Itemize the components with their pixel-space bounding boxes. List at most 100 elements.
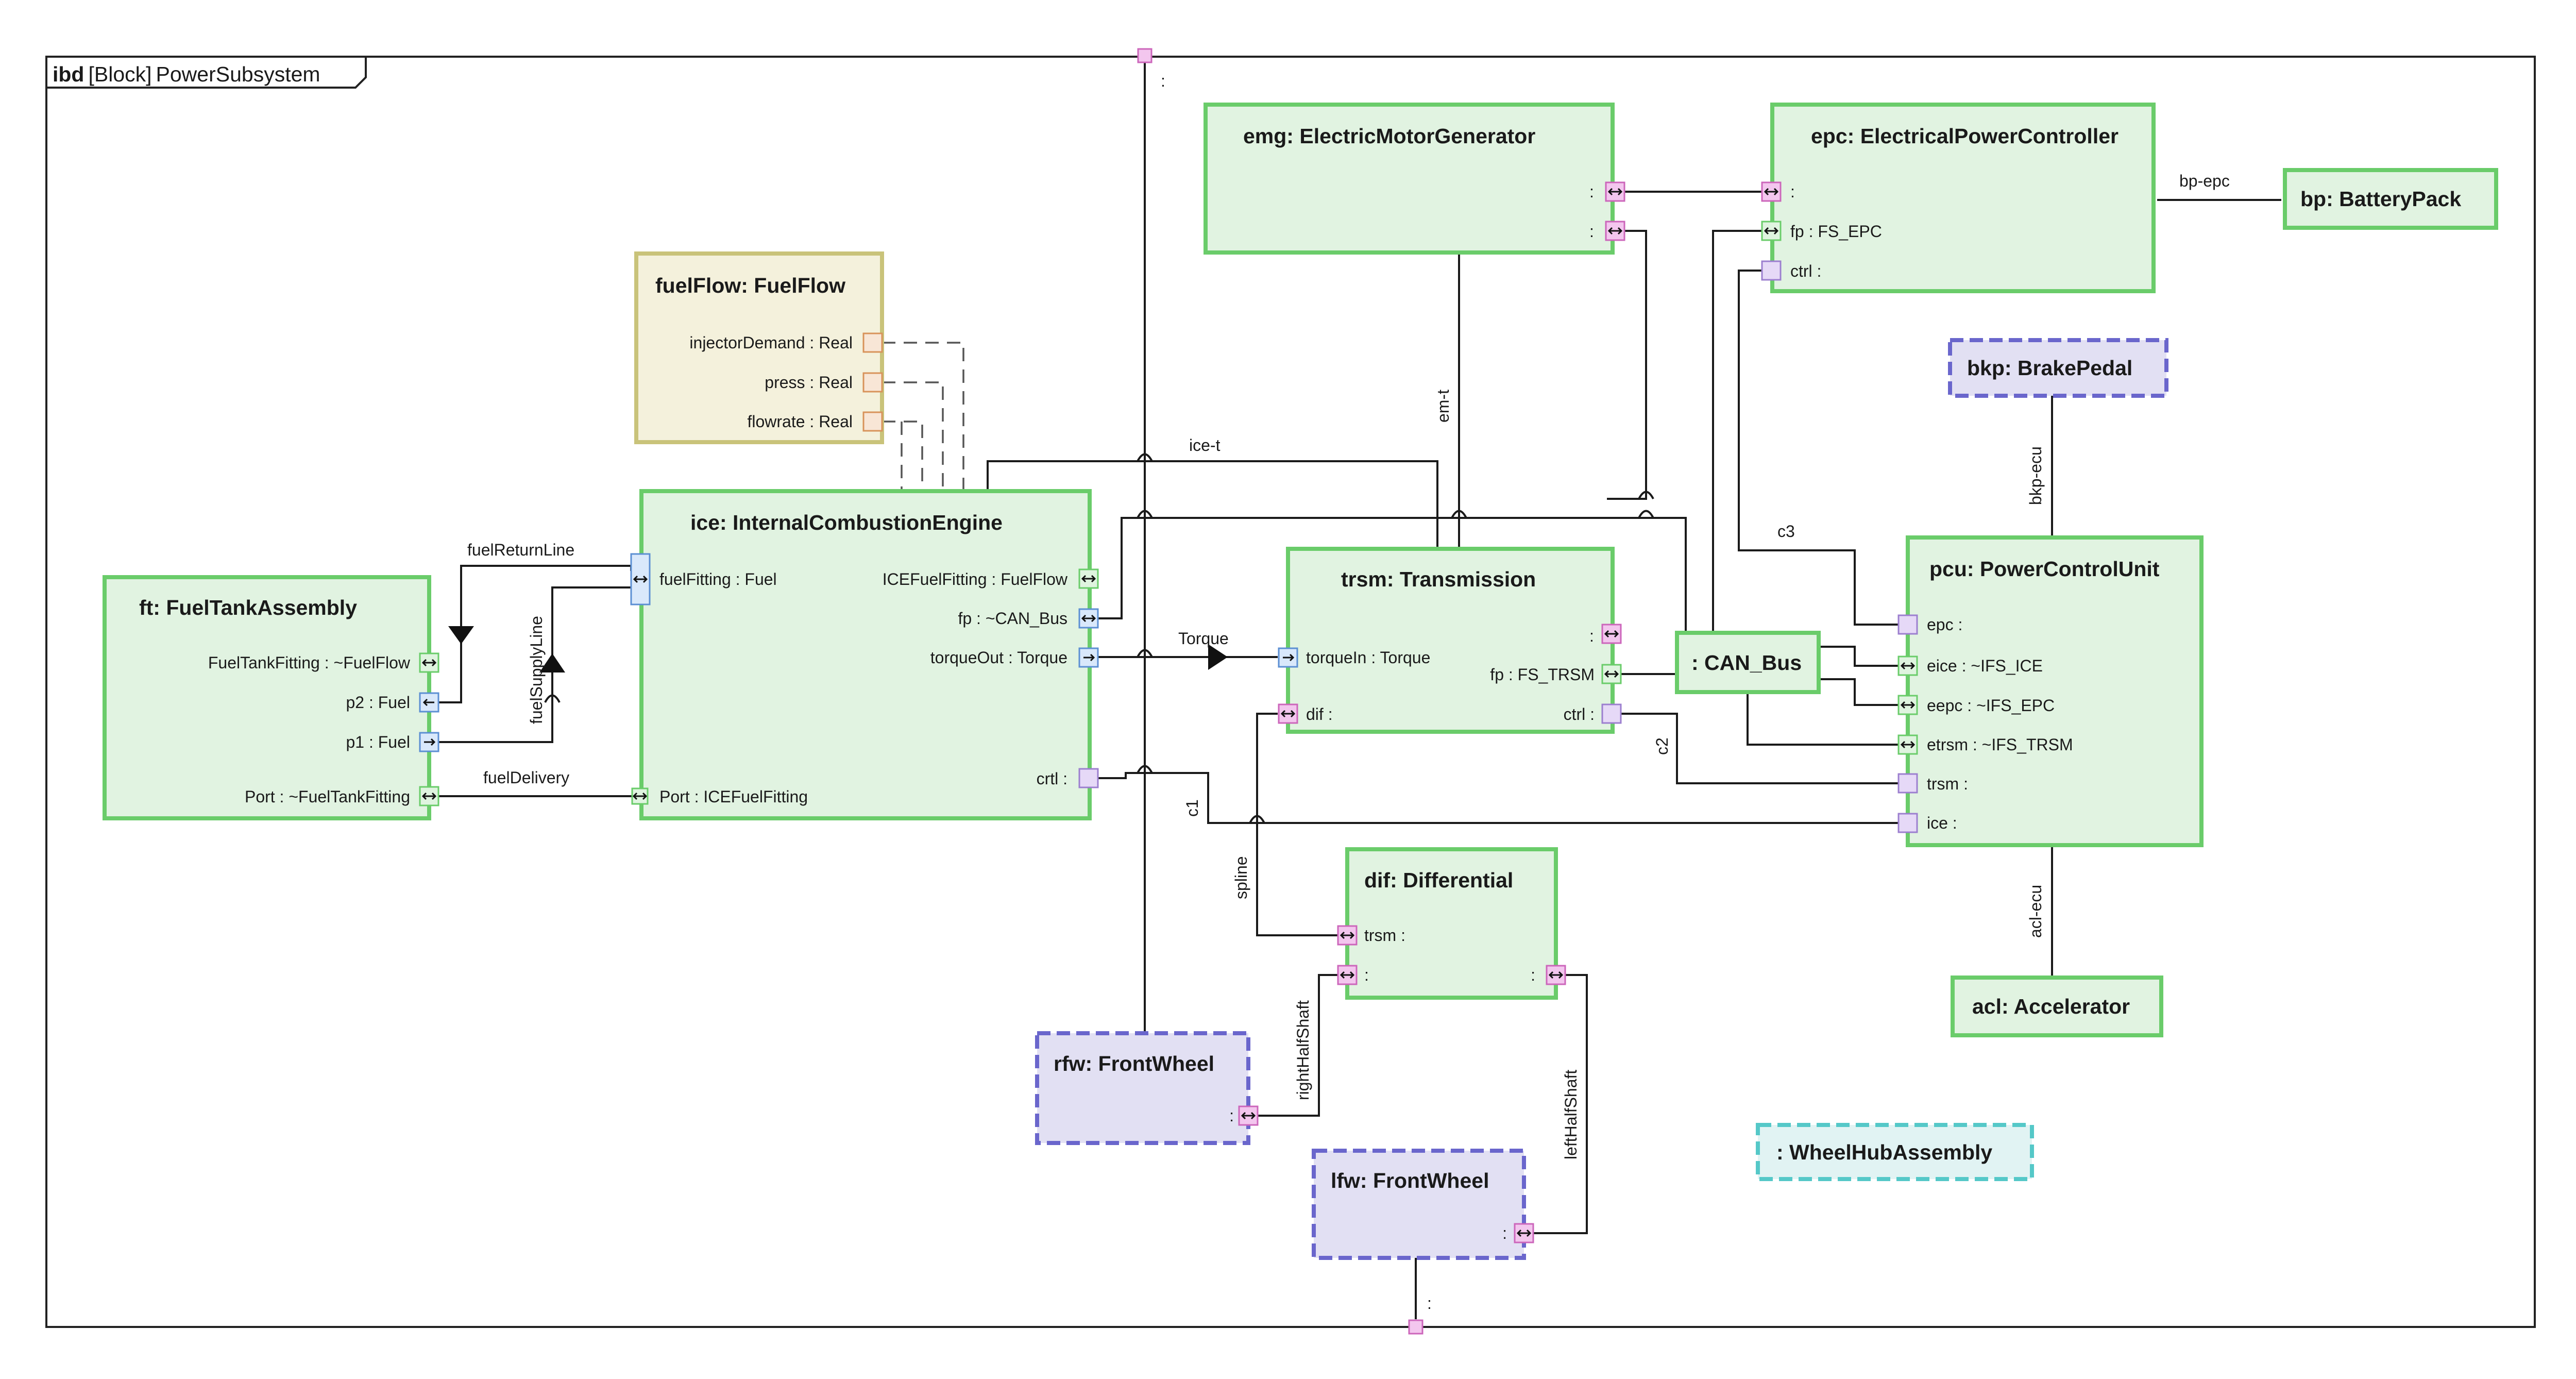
spline-line bbox=[1256, 713, 1340, 936]
flow-arrows bbox=[448, 626, 1228, 672]
c2-label: c2 bbox=[1653, 737, 1671, 755]
spline-label: spline bbox=[1232, 856, 1250, 899]
epc-fp-label: fp : FS_EPC bbox=[1790, 222, 1882, 241]
fuelflow-flowrate-port bbox=[862, 411, 883, 432]
block-bp[interactable]: bp: BatteryPack bbox=[2283, 168, 2498, 230]
frame-top-port bbox=[1137, 48, 1153, 63]
right-half-shaft-line bbox=[1257, 974, 1340, 1117]
fuelflow-injector-label: injectorDemand : Real bbox=[689, 333, 853, 352]
block-canbus[interactable]: : CAN_Bus bbox=[1675, 631, 1821, 694]
epc-ctrl-port bbox=[1761, 260, 1782, 281]
pcu-epc-label: epc : bbox=[1927, 615, 1962, 634]
line-crossings bbox=[544, 453, 1654, 823]
ice-canbus-line bbox=[1096, 517, 1687, 661]
canbus-etrsm-line bbox=[1747, 693, 1899, 746]
epc-ctrl-label: ctrl : bbox=[1790, 262, 1821, 280]
ice-port-label: Port : ICEFuelFitting bbox=[659, 787, 808, 806]
ice-t-label: ice-t bbox=[1189, 436, 1221, 455]
bkp-ecu-label: bkp-ecu bbox=[2026, 446, 2045, 505]
fuel-return-label: fuelReturnLine bbox=[467, 541, 574, 559]
connector-lines bbox=[438, 56, 2281, 1319]
trsm-port-1-label: : bbox=[1589, 627, 1594, 645]
block-bp-title: bp: BatteryPack bbox=[2300, 187, 2461, 211]
trsm-ctrl-port bbox=[1601, 703, 1622, 724]
svg-text:ibd[Block]PowerSubsystem: ibd[Block]PowerSubsystem bbox=[53, 62, 320, 86]
pcu-etrsm-label: etrsm : ~IFS_TRSM bbox=[1927, 735, 2073, 754]
ice-crtl-port bbox=[1078, 768, 1099, 788]
block-ft-title: ft: FuelTankAssembly bbox=[139, 596, 357, 619]
block-rfw-title: rfw: FrontWheel bbox=[1054, 1052, 1214, 1075]
ice-fuelfitting-label: fuelFitting : Fuel bbox=[659, 570, 777, 588]
fuelflow-injector-port bbox=[862, 332, 883, 353]
fuel-return-arrow bbox=[448, 626, 474, 644]
block-wheelhub[interactable]: : WheelHubAssembly bbox=[1756, 1123, 2034, 1181]
block-dif-title: dif: Differential bbox=[1364, 868, 1513, 892]
block-trsm-title: trsm: Transmission bbox=[1341, 567, 1536, 591]
block-dif[interactable]: dif: Differential trsm : : : bbox=[1345, 847, 1558, 1000]
frame-bottom-port-label: : bbox=[1427, 1294, 1432, 1313]
block-epc[interactable]: epc: ElectricalPowerController : fp : FS… bbox=[1770, 103, 2156, 293]
rfw-port-label: : bbox=[1229, 1106, 1234, 1125]
block-rfw[interactable]: rfw: FrontWheel : bbox=[1035, 1031, 1250, 1145]
block-lfw-title: lfw: FrontWheel bbox=[1331, 1169, 1489, 1192]
block-bkp[interactable]: bkp: BrakePedal bbox=[1948, 338, 2168, 398]
c2-line bbox=[1617, 713, 1899, 784]
frame-kind: [Block] bbox=[88, 62, 151, 86]
c1-label: c1 bbox=[1183, 799, 1201, 817]
block-emg-title: emg: ElectricMotorGenerator bbox=[1243, 124, 1535, 148]
dif-right-port bbox=[1337, 965, 1358, 985]
block-trsm[interactable]: trsm: Transmission : torqueIn : Torque f… bbox=[1286, 547, 1615, 734]
c1-line bbox=[1096, 772, 1899, 824]
ice-t-line bbox=[987, 460, 1438, 547]
emg-port-1-label: : bbox=[1589, 182, 1594, 201]
block-ice-title: ice: InternalCombustionEngine bbox=[690, 511, 1003, 534]
block-ice[interactable]: ice: InternalCombustionEngine fuelFittin… bbox=[639, 489, 1092, 820]
torque-label: Torque bbox=[1178, 629, 1229, 648]
frame-top-port-label: : bbox=[1161, 72, 1165, 90]
press-link bbox=[882, 381, 944, 490]
trsm-torquein-label: torqueIn : Torque bbox=[1306, 648, 1430, 667]
block-pcu[interactable]: pcu: PowerControlUnit epc : eice : ~IFS_… bbox=[1906, 535, 2204, 847]
ice-icefuelfitting-label: ICEFuelFitting : FuelFlow bbox=[883, 570, 1068, 588]
dif-right-label: : bbox=[1364, 966, 1369, 984]
frame-name: PowerSubsystem bbox=[156, 62, 320, 86]
pcu-eice-label: eice : ~IFS_ICE bbox=[1927, 657, 2043, 675]
ft-p2-label: p2 : Fuel bbox=[346, 693, 410, 712]
bp-epc-label: bp-epc bbox=[2179, 172, 2230, 190]
fuel-supply-arrow bbox=[539, 653, 565, 672]
fuel-delivery-label: fuelDelivery bbox=[483, 768, 569, 787]
canbus-eepc-line bbox=[1820, 678, 1899, 706]
emg-port-2-label: : bbox=[1589, 222, 1594, 241]
block-ft[interactable]: ft: FuelTankAssembly FuelTankFitting : ~… bbox=[103, 575, 431, 820]
frame-bottom-port bbox=[1408, 1319, 1423, 1335]
lfw-port-label: : bbox=[1502, 1224, 1507, 1242]
block-emg[interactable]: emg: ElectricMotorGenerator : : bbox=[1204, 103, 1615, 255]
pcu-epc-port bbox=[1897, 614, 1918, 635]
acl-ecu-label: acl-ecu bbox=[2026, 885, 2045, 938]
fuelflow-press-label: press : Real bbox=[765, 373, 853, 392]
block-wheelhub-title: : WheelHubAssembly bbox=[1776, 1140, 1992, 1164]
pcu-trsm-label: trsm : bbox=[1927, 775, 1968, 793]
connector-labels: bp-epc em-t ice-t bkp-ecu c3 fuelReturnL… bbox=[467, 172, 2230, 1159]
block-fuelflow[interactable]: fuelFlow: FuelFlow injectorDemand : Real… bbox=[634, 251, 884, 444]
torque-arrow bbox=[1208, 644, 1228, 670]
trsm-fp-label: fp : FS_TRSM bbox=[1490, 665, 1595, 684]
c3-label: c3 bbox=[1777, 522, 1795, 541]
block-lfw[interactable]: lfw: FrontWheel : bbox=[1312, 1149, 1526, 1260]
ft-p1-port bbox=[419, 732, 439, 752]
left-half-shaft-label: leftHalfShaft bbox=[1562, 1070, 1580, 1159]
ice-torqueout-label: torqueOut : Torque bbox=[930, 648, 1067, 667]
block-acl[interactable]: acl: Accelerator bbox=[1951, 976, 2163, 1037]
left-half-shaft-line bbox=[1531, 974, 1588, 1234]
block-epc-title: epc: ElectricalPowerController bbox=[1811, 124, 2119, 148]
ports: : : bbox=[419, 48, 1918, 1335]
flowrate-link bbox=[882, 421, 923, 490]
diagram-frame: ibd[Block]PowerSubsystem bbox=[45, 56, 2536, 1328]
dif-trsm-label: trsm : bbox=[1364, 926, 1405, 945]
frame-keyword: ibd bbox=[53, 62, 84, 86]
pcu-ice-port bbox=[1897, 813, 1918, 833]
epc-port-1-label: : bbox=[1790, 182, 1795, 201]
pcu-trsm-port bbox=[1897, 773, 1918, 794]
ft-p1-label: p1 : Fuel bbox=[346, 733, 410, 751]
